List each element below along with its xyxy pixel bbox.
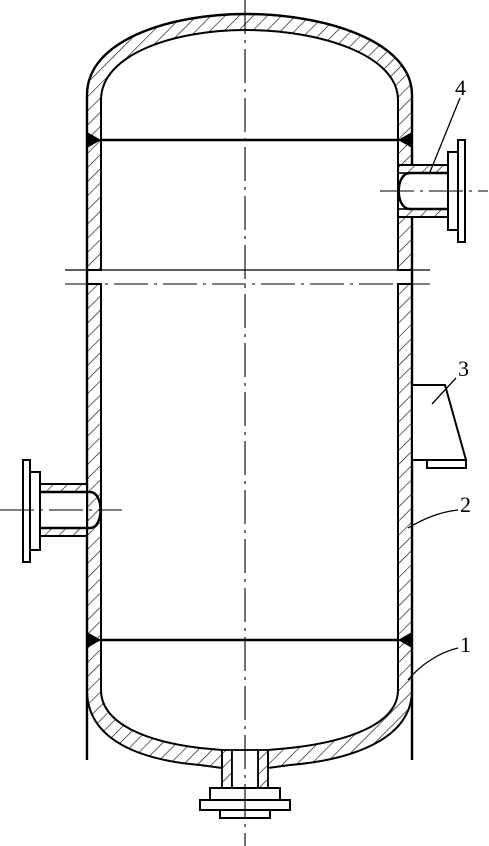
label-1: 1 [460,632,471,657]
vessel-outer-contour [85,12,414,760]
break-lines [65,269,430,285]
top-head-wall [86,12,413,141]
leader-3 [431,377,457,405]
bottom-head-wall [86,639,223,770]
nozzle-left-flange [29,471,41,551]
left-shell-wall-lower [86,283,102,641]
label-4: 4 [455,75,466,100]
bottom-nozzle-pipe-right-wall [257,749,269,789]
leader-2 [407,509,459,529]
bottom-nozzle-pipe-left-wall [221,749,233,789]
nozzle-4 [380,139,488,243]
right-shell-wall-lower [397,283,413,641]
support-lug-base [426,459,467,469]
leader-1 [407,647,459,681]
support-lug-3 [411,384,468,469]
vessel-walls [85,12,414,770]
leader-4 [429,97,461,173]
weld-top-right [398,132,412,148]
weld-bottom-right [398,632,412,648]
weld-bottom-left [87,632,101,648]
callouts: 4 3 2 1 [407,75,471,681]
nozzle-left-flange-face [22,459,31,563]
nozzle-left [0,459,122,563]
left-shell-wall [86,139,102,271]
label-3: 3 [458,356,469,381]
bottom-head-wall-right [267,639,413,770]
label-2: 2 [460,492,471,517]
weld-top-left [87,132,101,148]
